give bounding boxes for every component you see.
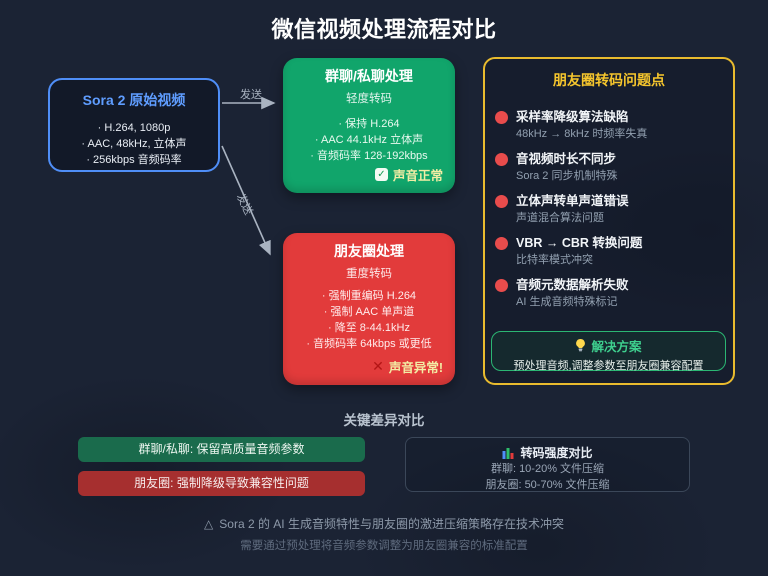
- comparison-heading: 关键差异对比: [343, 413, 425, 428]
- moments-status: ✕ 声音异常!: [372, 357, 443, 376]
- issue-title: 采样率降级算法缺陷: [516, 110, 629, 124]
- group-chat-summary-pill: 群聊/私聊: 保留高质量音频参数: [78, 437, 365, 462]
- issues-panel-title: 朋友圈转码问题点: [553, 72, 665, 88]
- spec-line: · AAC, 48kHz, 立体声: [81, 138, 187, 150]
- intensity-group-line: 群聊: 10-20% 文件压缩: [490, 463, 605, 475]
- check-icon: ✓: [374, 168, 388, 181]
- red-dot-icon: [495, 195, 508, 208]
- issue-title: 音视频时长不同步: [516, 152, 617, 166]
- moments-specs: · 强制重编码 H.264 · 强制 AAC 单声道 · 降至 8-44.1kH…: [283, 288, 455, 352]
- footer-note-primary: △ Sora 2 的 AI 生成音频特性与朋友圈的激进压缩策略存在技术冲突: [0, 515, 768, 532]
- solution-title: 解决方案: [591, 340, 642, 354]
- spec-line: · 降至 8-44.1kHz: [328, 322, 410, 334]
- spec-line: · 强制重编码 H.264: [321, 290, 417, 302]
- issue-desc: 声道混合算法问题: [516, 212, 604, 224]
- issue-desc: AI 生成音频特殊标记: [516, 296, 618, 308]
- spec-line: · 音频码率 64kbps 或更低: [306, 338, 432, 350]
- list-item: 采样率降级算法缺陷 48kHz → 8kHz 时频率失真: [495, 109, 733, 142]
- solution-box: 解决方案 预处理音频,调整参数至朋友圈兼容配置: [491, 331, 726, 372]
- issue-title: VBR → CBR 转换问题: [516, 236, 643, 250]
- list-item: 音视频时长不同步 Sora 2 同步机制特殊: [495, 151, 733, 184]
- spec-line: · 256kbps 音频码率: [86, 154, 182, 166]
- red-dot-icon: [495, 279, 508, 292]
- spec-line: · H.264, 1080p: [97, 122, 171, 134]
- intensity-moments-line: 朋友圈: 50-70% 文件压缩: [485, 479, 610, 491]
- moments-summary-pill: 朋友圈: 强制降级导致兼容性问题: [78, 471, 365, 496]
- issues-panel: 朋友圈转码问题点 采样率降级算法缺陷 48kHz → 8kHz 时频率失真 音视…: [483, 57, 735, 385]
- issues-list: 采样率降级算法缺陷 48kHz → 8kHz 时频率失真 音视频时长不同步 So…: [485, 109, 733, 310]
- moments-process-box: 朋友圈处理 重度转码 · 强制重编码 H.264 · 强制 AAC 单声道 · …: [283, 233, 455, 385]
- group-chat-process-box: 群聊/私聊处理 轻度转码 · 保持 H.264 · AAC 44.1kHz 立体…: [283, 58, 455, 193]
- warning-triangle-icon: △: [204, 516, 214, 531]
- list-item: VBR → CBR 转换问题 比特率模式冲突: [495, 235, 733, 268]
- red-dot-icon: [495, 153, 508, 166]
- edge-label-send-group: 发送: [240, 89, 262, 101]
- intensity-title: 转码强度对比: [520, 446, 593, 460]
- source-video-box: Sora 2 原始视频 · H.264, 1080p · AAC, 48kHz,…: [48, 78, 220, 172]
- status-label: 声音异常!: [388, 361, 443, 375]
- issue-desc: 比特率模式冲突: [516, 254, 593, 266]
- lightbulb-icon: [576, 339, 586, 352]
- group-chat-subtitle: 轻度转码: [346, 93, 392, 105]
- source-video-title: Sora 2 原始视频: [82, 92, 186, 108]
- group-chat-specs: · 保持 H.264 · AAC 44.1kHz 立体声 · 音频码率 128-…: [283, 116, 455, 164]
- list-item: 音频元数据解析失败 AI 生成音频特殊标记: [495, 277, 733, 310]
- cross-icon: ✕: [372, 358, 384, 374]
- page-title: 微信视频处理流程对比: [271, 17, 497, 42]
- status-label: 声音正常: [392, 169, 443, 183]
- issue-title: 音频元数据解析失败: [516, 278, 629, 292]
- source-video-specs: · H.264, 1080p · AAC, 48kHz, 立体声 · 256kb…: [50, 120, 218, 168]
- group-chat-title: 群聊/私聊处理: [325, 68, 413, 84]
- list-item: 立体声转单声道错误 声道混合算法问题: [495, 193, 733, 226]
- spec-line: · 音频码率 128-192kbps: [310, 150, 428, 162]
- spec-line: · AAC 44.1kHz 立体声: [314, 134, 424, 146]
- group-chat-status: ✓ 声音正常: [374, 165, 443, 184]
- transcode-intensity-box: 转码强度对比 群聊: 10-20% 文件压缩 朋友圈: 50-70% 文件压缩: [405, 437, 690, 492]
- issue-desc: 48kHz → 8kHz 时频率失真: [516, 128, 648, 140]
- moments-subtitle: 重度转码: [346, 268, 392, 280]
- spec-line: · 强制 AAC 单声道: [323, 306, 415, 318]
- bar-chart-icon: [502, 447, 514, 459]
- red-dot-icon: [495, 237, 508, 250]
- arrow-to-moments: [221, 145, 271, 256]
- solution-desc: 预处理音频,调整参数至朋友圈兼容配置: [513, 360, 704, 372]
- spec-line: · 保持 H.264: [338, 118, 400, 130]
- footer-note-secondary: 需要通过预处理将音频参数调整为朋友圈兼容的标准配置: [240, 540, 528, 552]
- footer-note-text: Sora 2 的 AI 生成音频特性与朋友圈的激进压缩策略存在技术冲突: [219, 517, 564, 531]
- red-dot-icon: [495, 111, 508, 124]
- issue-title: 立体声转单声道错误: [516, 194, 629, 208]
- issue-desc: Sora 2 同步机制特殊: [516, 170, 618, 182]
- moments-title: 朋友圈处理: [334, 243, 404, 259]
